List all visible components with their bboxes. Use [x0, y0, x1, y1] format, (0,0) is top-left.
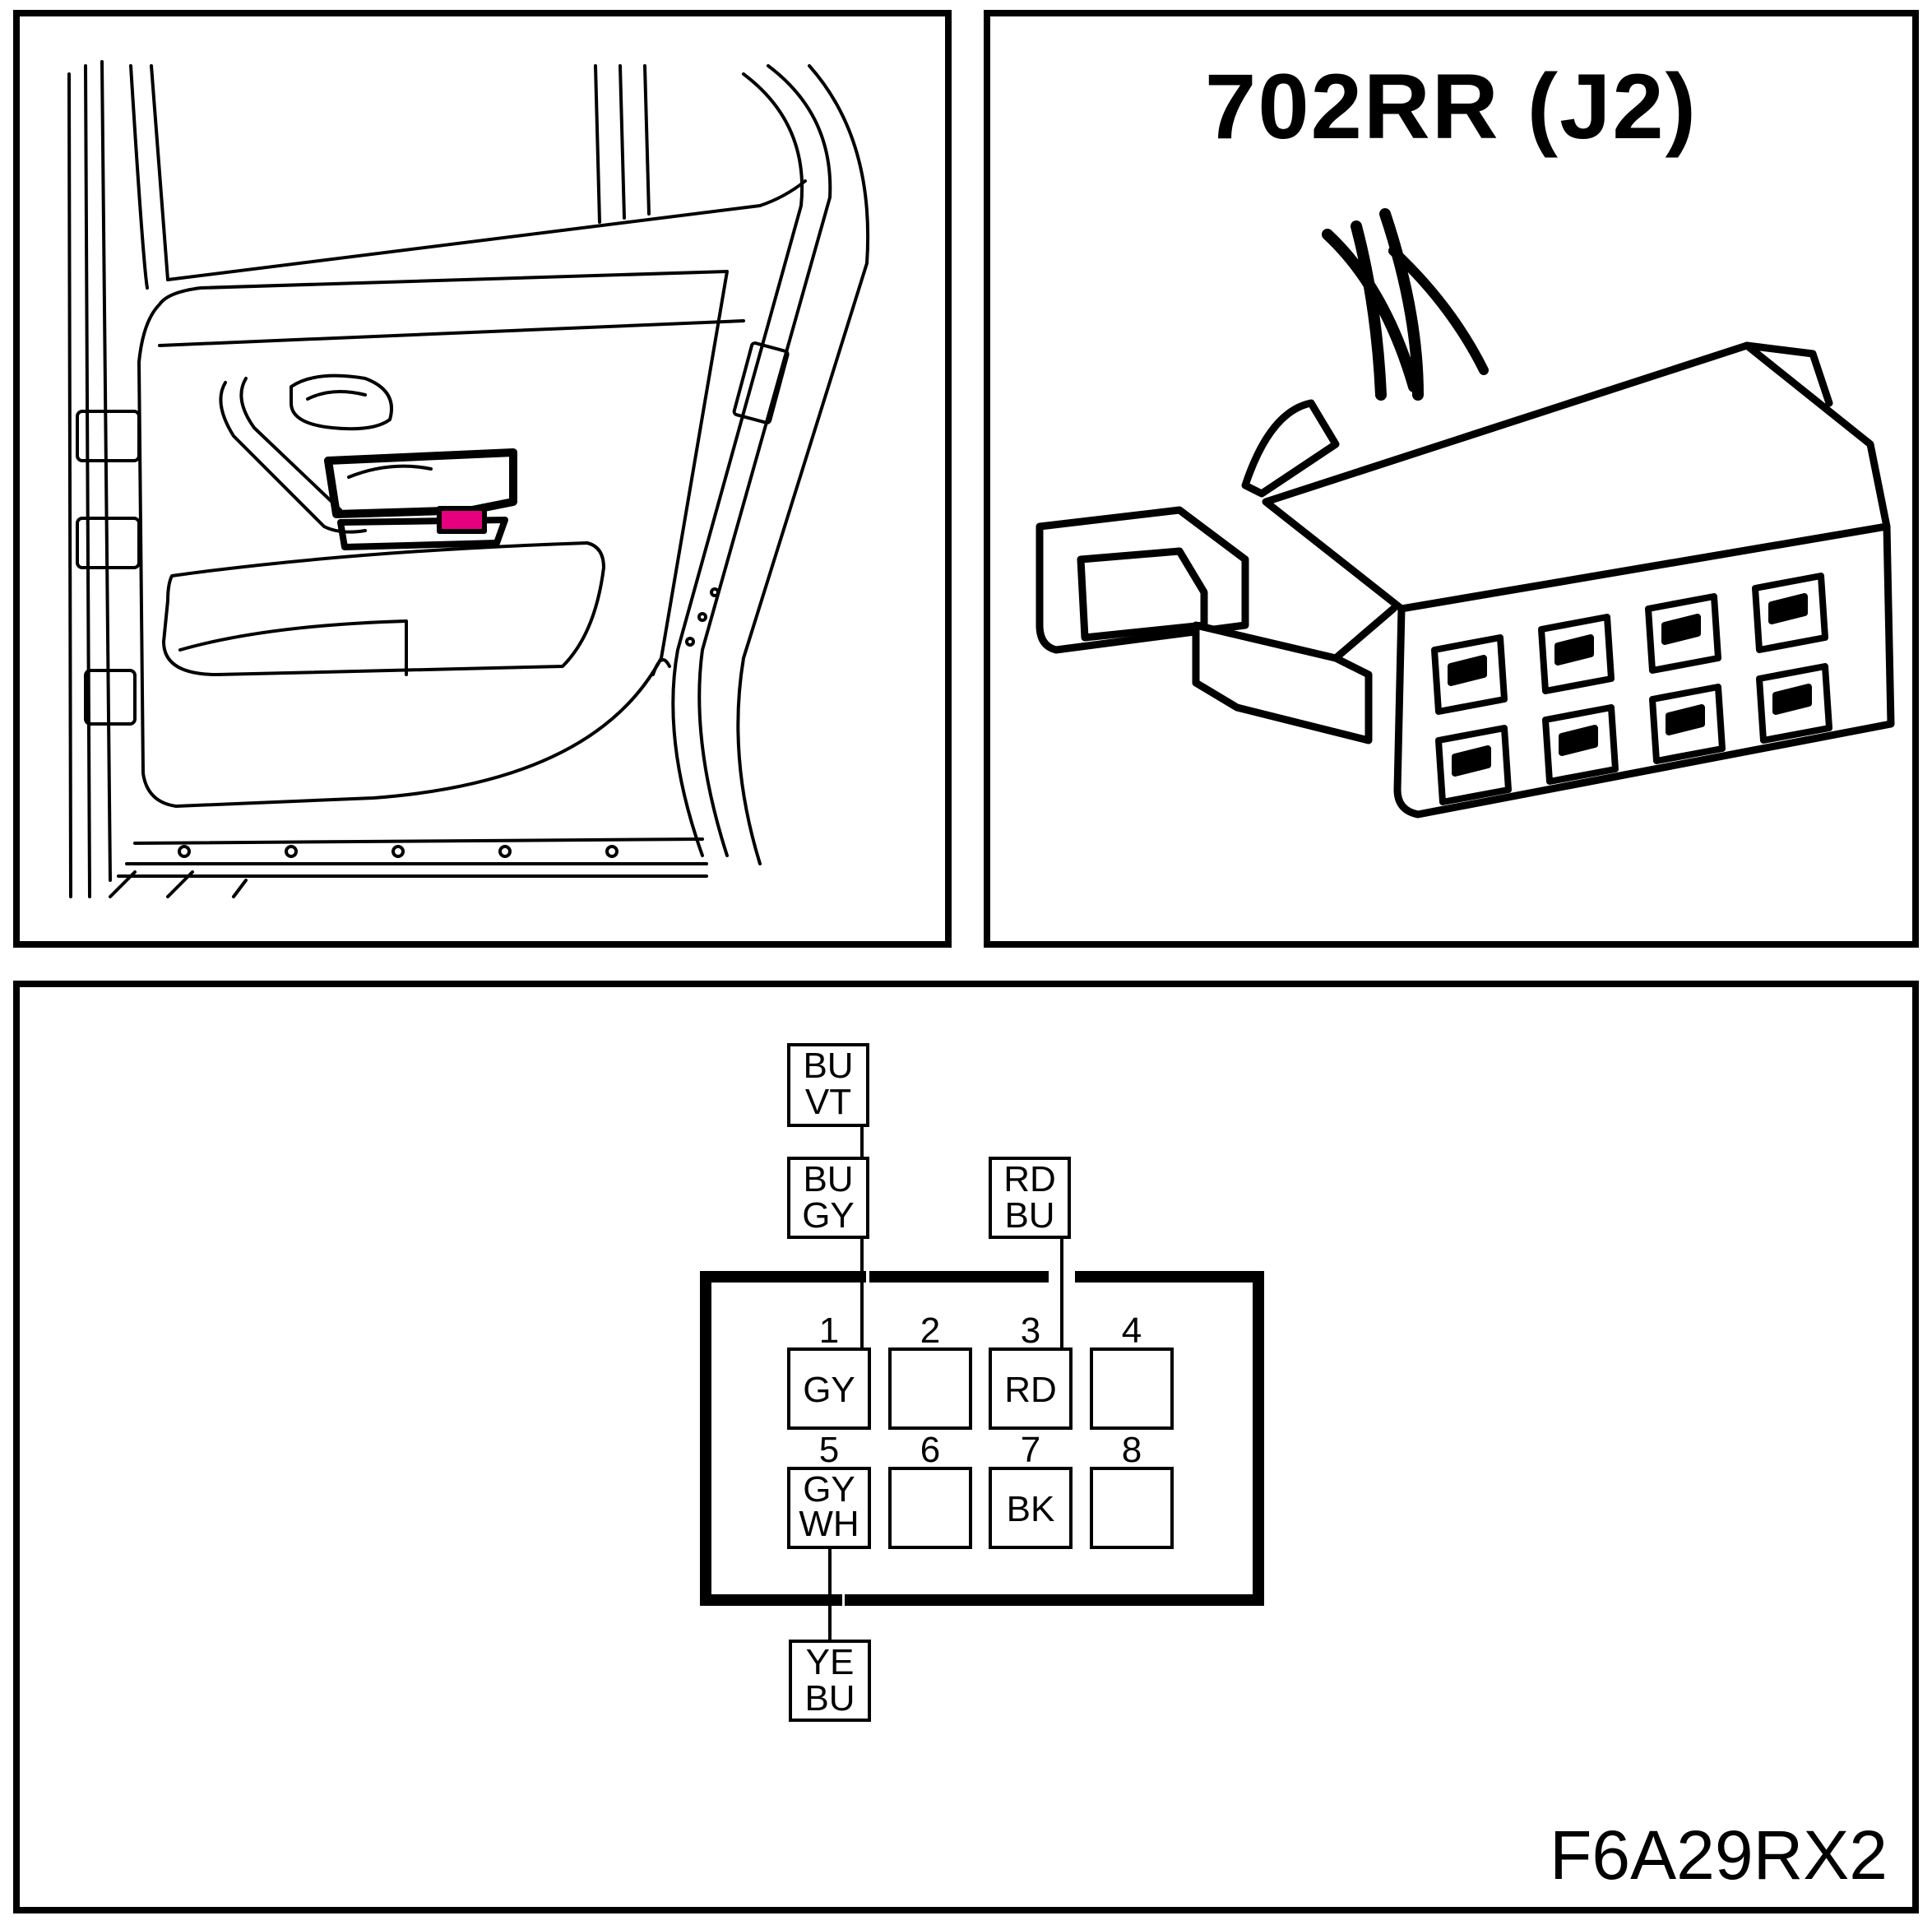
pin-wire-color: WH [799, 1504, 859, 1544]
pin-8: 8 [1090, 1430, 1174, 1549]
wire-tag-pin3-line1: RD [1003, 1159, 1056, 1199]
pin-3: 3RD [989, 1310, 1073, 1430]
wire-tag-pin5: YE BU [789, 1640, 871, 1722]
wire-tag-pin1-upper-line2: VT [805, 1082, 851, 1122]
pin-1: 1GY [787, 1310, 871, 1430]
wire-tag-pin3: RD BU [989, 1157, 1071, 1239]
door-location-panel [13, 10, 952, 948]
pin-wire-color: RD [1004, 1370, 1057, 1410]
pin-cavity-box [888, 1467, 972, 1549]
pin-number: 8 [1122, 1430, 1142, 1470]
pin-cavity-box [787, 1467, 871, 1549]
wire-tag-pin1-lower-line2: GY [802, 1195, 855, 1236]
pin-cavity-box [989, 1348, 1073, 1430]
pin-number: 2 [920, 1310, 940, 1351]
pin-wire-color: GY [803, 1469, 855, 1510]
pin-cavity-box [989, 1467, 1073, 1549]
pin-cavity-box [787, 1348, 871, 1430]
connector-title: 702RR (J2) [1205, 55, 1698, 158]
wire-tag-pin5-line1: YE [806, 1642, 855, 1682]
wire-tag-pin3-line2: BU [1004, 1195, 1054, 1236]
pin-2: 2 [888, 1310, 972, 1430]
pin-4: 4 [1090, 1310, 1174, 1430]
connector-illustration [1035, 208, 1895, 819]
wire-tag-pin1-upper: BU VT [787, 1043, 869, 1127]
pin-number: 1 [819, 1310, 839, 1351]
pin-6: 6 [888, 1430, 972, 1549]
wire-tag-pin1-lower-line1: BU [803, 1159, 853, 1199]
pin-cavity-box [1090, 1467, 1174, 1549]
pin-number: 6 [920, 1430, 940, 1470]
wire-tag-pin5-line2: BU [804, 1678, 855, 1719]
figure-reference: F6A29RX2 [1550, 1816, 1888, 1894]
wire-leads [828, 1127, 1063, 1641]
pin-wire-color: BK [1007, 1489, 1055, 1529]
pin-number: 7 [1021, 1430, 1040, 1470]
door-illustration [67, 60, 870, 898]
pin-cavity-box [888, 1348, 972, 1430]
pin-number: 4 [1122, 1310, 1142, 1351]
wire-tag-pin1-lower: BU GY [787, 1157, 869, 1239]
pin-number: 3 [1021, 1310, 1040, 1351]
wire-tag-pin1-upper-line1: BU [803, 1046, 853, 1086]
connector-location-highlight [437, 506, 487, 534]
pin-number: 5 [819, 1430, 839, 1470]
connector-outline [700, 1271, 1264, 1606]
pin-7: 7BK [989, 1430, 1073, 1549]
pin-wire-color: GY [803, 1370, 855, 1410]
connector-face-panel: 702RR (J2) [984, 10, 1919, 948]
pin-cavity-box [1090, 1348, 1174, 1430]
